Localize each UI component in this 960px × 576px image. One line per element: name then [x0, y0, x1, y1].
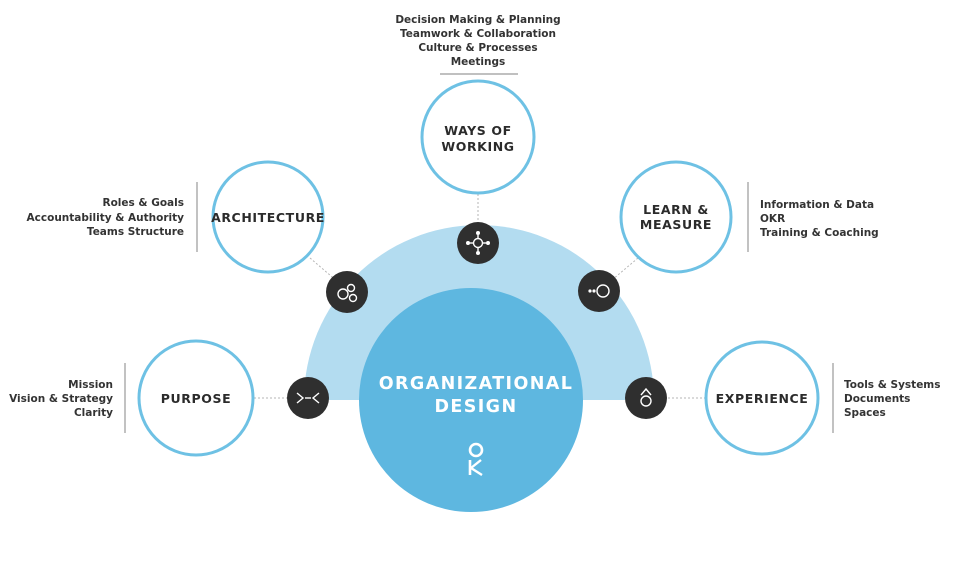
architecture-list: Roles & Goals Accountability & Authority… [27, 182, 198, 252]
learn-measure-list: Information & Data OKR Training & Coachi… [747, 182, 879, 252]
ways-of-working-item-1: Decision Making & Planning [395, 14, 560, 26]
purpose-item-2: Vision & Strategy [9, 393, 113, 405]
center-title-line1: ORGANIZATIONAL [379, 374, 574, 394]
node-architecture: ARCHITECTURE [211, 160, 325, 274]
ways-of-working-item-2: Teamwork & Collaboration [400, 28, 556, 40]
purpose-item-1: Mission [68, 379, 113, 391]
node-ways-of-working: WAYS OF WORKING [420, 79, 536, 195]
experience-item-1: Tools & Systems [844, 379, 941, 391]
experience-item-3: Spaces [844, 407, 886, 419]
network-nodes-icon [457, 222, 499, 264]
node-learn-measure: LEARN & MEASURE [619, 160, 733, 274]
architecture-label: ARCHITECTURE [211, 210, 325, 225]
experience-list: Tools & Systems Documents Spaces [832, 363, 941, 433]
ways-of-working-label-line2: WORKING [441, 139, 514, 154]
learn-measure-label-line2: MEASURE [640, 217, 712, 232]
ways-of-working-label-line1: WAYS OF [444, 123, 511, 138]
learn-measure-item-3: Training & Coaching [760, 227, 879, 239]
learn-measure-item-2: OKR [760, 213, 785, 225]
linked-circles-icon [326, 271, 368, 313]
connector-learn-measure [611, 257, 639, 281]
node-purpose: PURPOSE [137, 339, 255, 457]
architecture-item-1: Roles & Goals [102, 197, 184, 209]
architecture-item-3: Teams Structure [87, 226, 184, 238]
converging-arrows-icon [287, 377, 329, 419]
learn-measure-label-line1: LEARN & [643, 202, 709, 217]
learn-measure-item-1: Information & Data [760, 199, 874, 211]
node-experience: EXPERIENCE [704, 340, 820, 456]
ok-logo [468, 442, 484, 477]
ways-of-working-list: Decision Making & Planning Teamwork & Co… [395, 14, 561, 75]
ways-of-working-item-3: Culture & Processes [418, 42, 537, 54]
experience-label: EXPERIENCE [716, 391, 809, 406]
experience-item-2: Documents [844, 393, 910, 405]
architecture-item-2: Accountability & Authority [27, 212, 185, 224]
magnifier-icon [578, 270, 620, 312]
purpose-item-3: Clarity [74, 407, 113, 419]
center-title-line2: DESIGN [434, 397, 517, 417]
purpose-list: Mission Vision & Strategy Clarity [9, 363, 126, 433]
purpose-label: PURPOSE [161, 391, 231, 406]
center-circle [359, 288, 583, 512]
person-icon [625, 377, 667, 419]
ways-of-working-item-4: Meetings [451, 56, 506, 68]
